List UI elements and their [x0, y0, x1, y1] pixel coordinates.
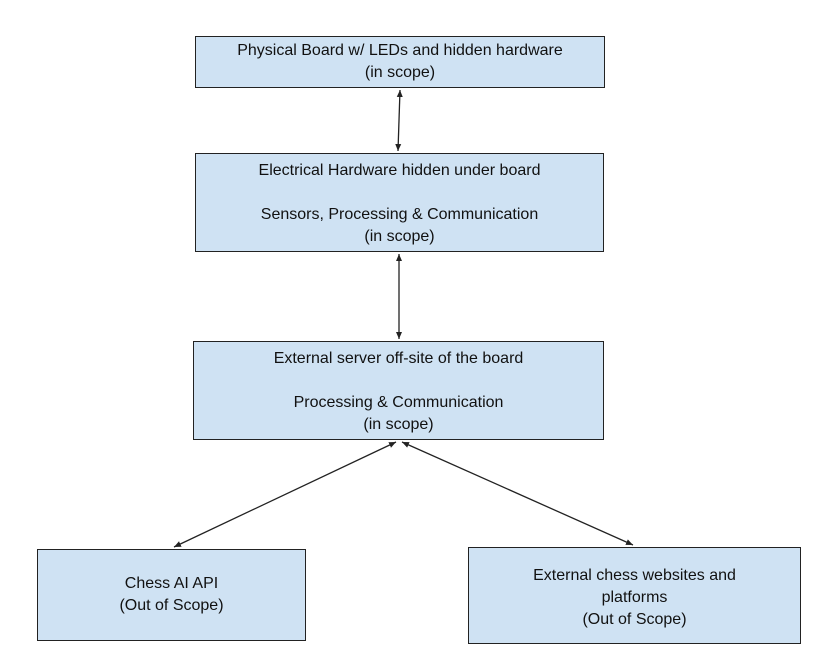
external-server-desc: Processing & Communication — [293, 394, 504, 411]
physical-board-scope: (in scope) — [364, 64, 436, 81]
electrical-hardware-title: Electrical Hardware hidden under board — [258, 162, 541, 179]
chess-ai-api-title: Chess AI API — [124, 575, 219, 592]
edge-server-to-websites — [401, 441, 634, 546]
electrical-hardware-desc: Sensors, Processing & Communication — [260, 206, 539, 223]
electrical-hardware-node: Electrical Hardware hidden under board S… — [195, 153, 604, 252]
chess-websites-title: External chess websites and — [533, 567, 736, 584]
electrical-hardware-scope: (in scope) — [364, 228, 435, 245]
edge-board-to-electrical — [395, 89, 403, 152]
external-server-node: External server off-site of the board Pr… — [193, 341, 604, 440]
physical-board-node: Physical Board w/ LEDs and hidden hardwa… — [195, 36, 605, 88]
physical-board-title: Physical Board w/ LEDs and hidden hardwa… — [237, 42, 563, 59]
edge-server-to-chess-ai — [173, 441, 397, 548]
external-server-title: External server off-site of the board — [273, 350, 524, 367]
chess-websites-node: External chess websites and platforms (O… — [468, 547, 801, 644]
chess-websites-title-cont: platforms — [601, 589, 668, 606]
external-server-scope: (in scope) — [363, 416, 434, 433]
chess-ai-api-scope: (Out of Scope) — [119, 597, 224, 614]
chess-websites-scope: (Out of Scope) — [582, 611, 687, 628]
chess-ai-api-node: Chess AI API (Out of Scope) — [37, 549, 306, 641]
